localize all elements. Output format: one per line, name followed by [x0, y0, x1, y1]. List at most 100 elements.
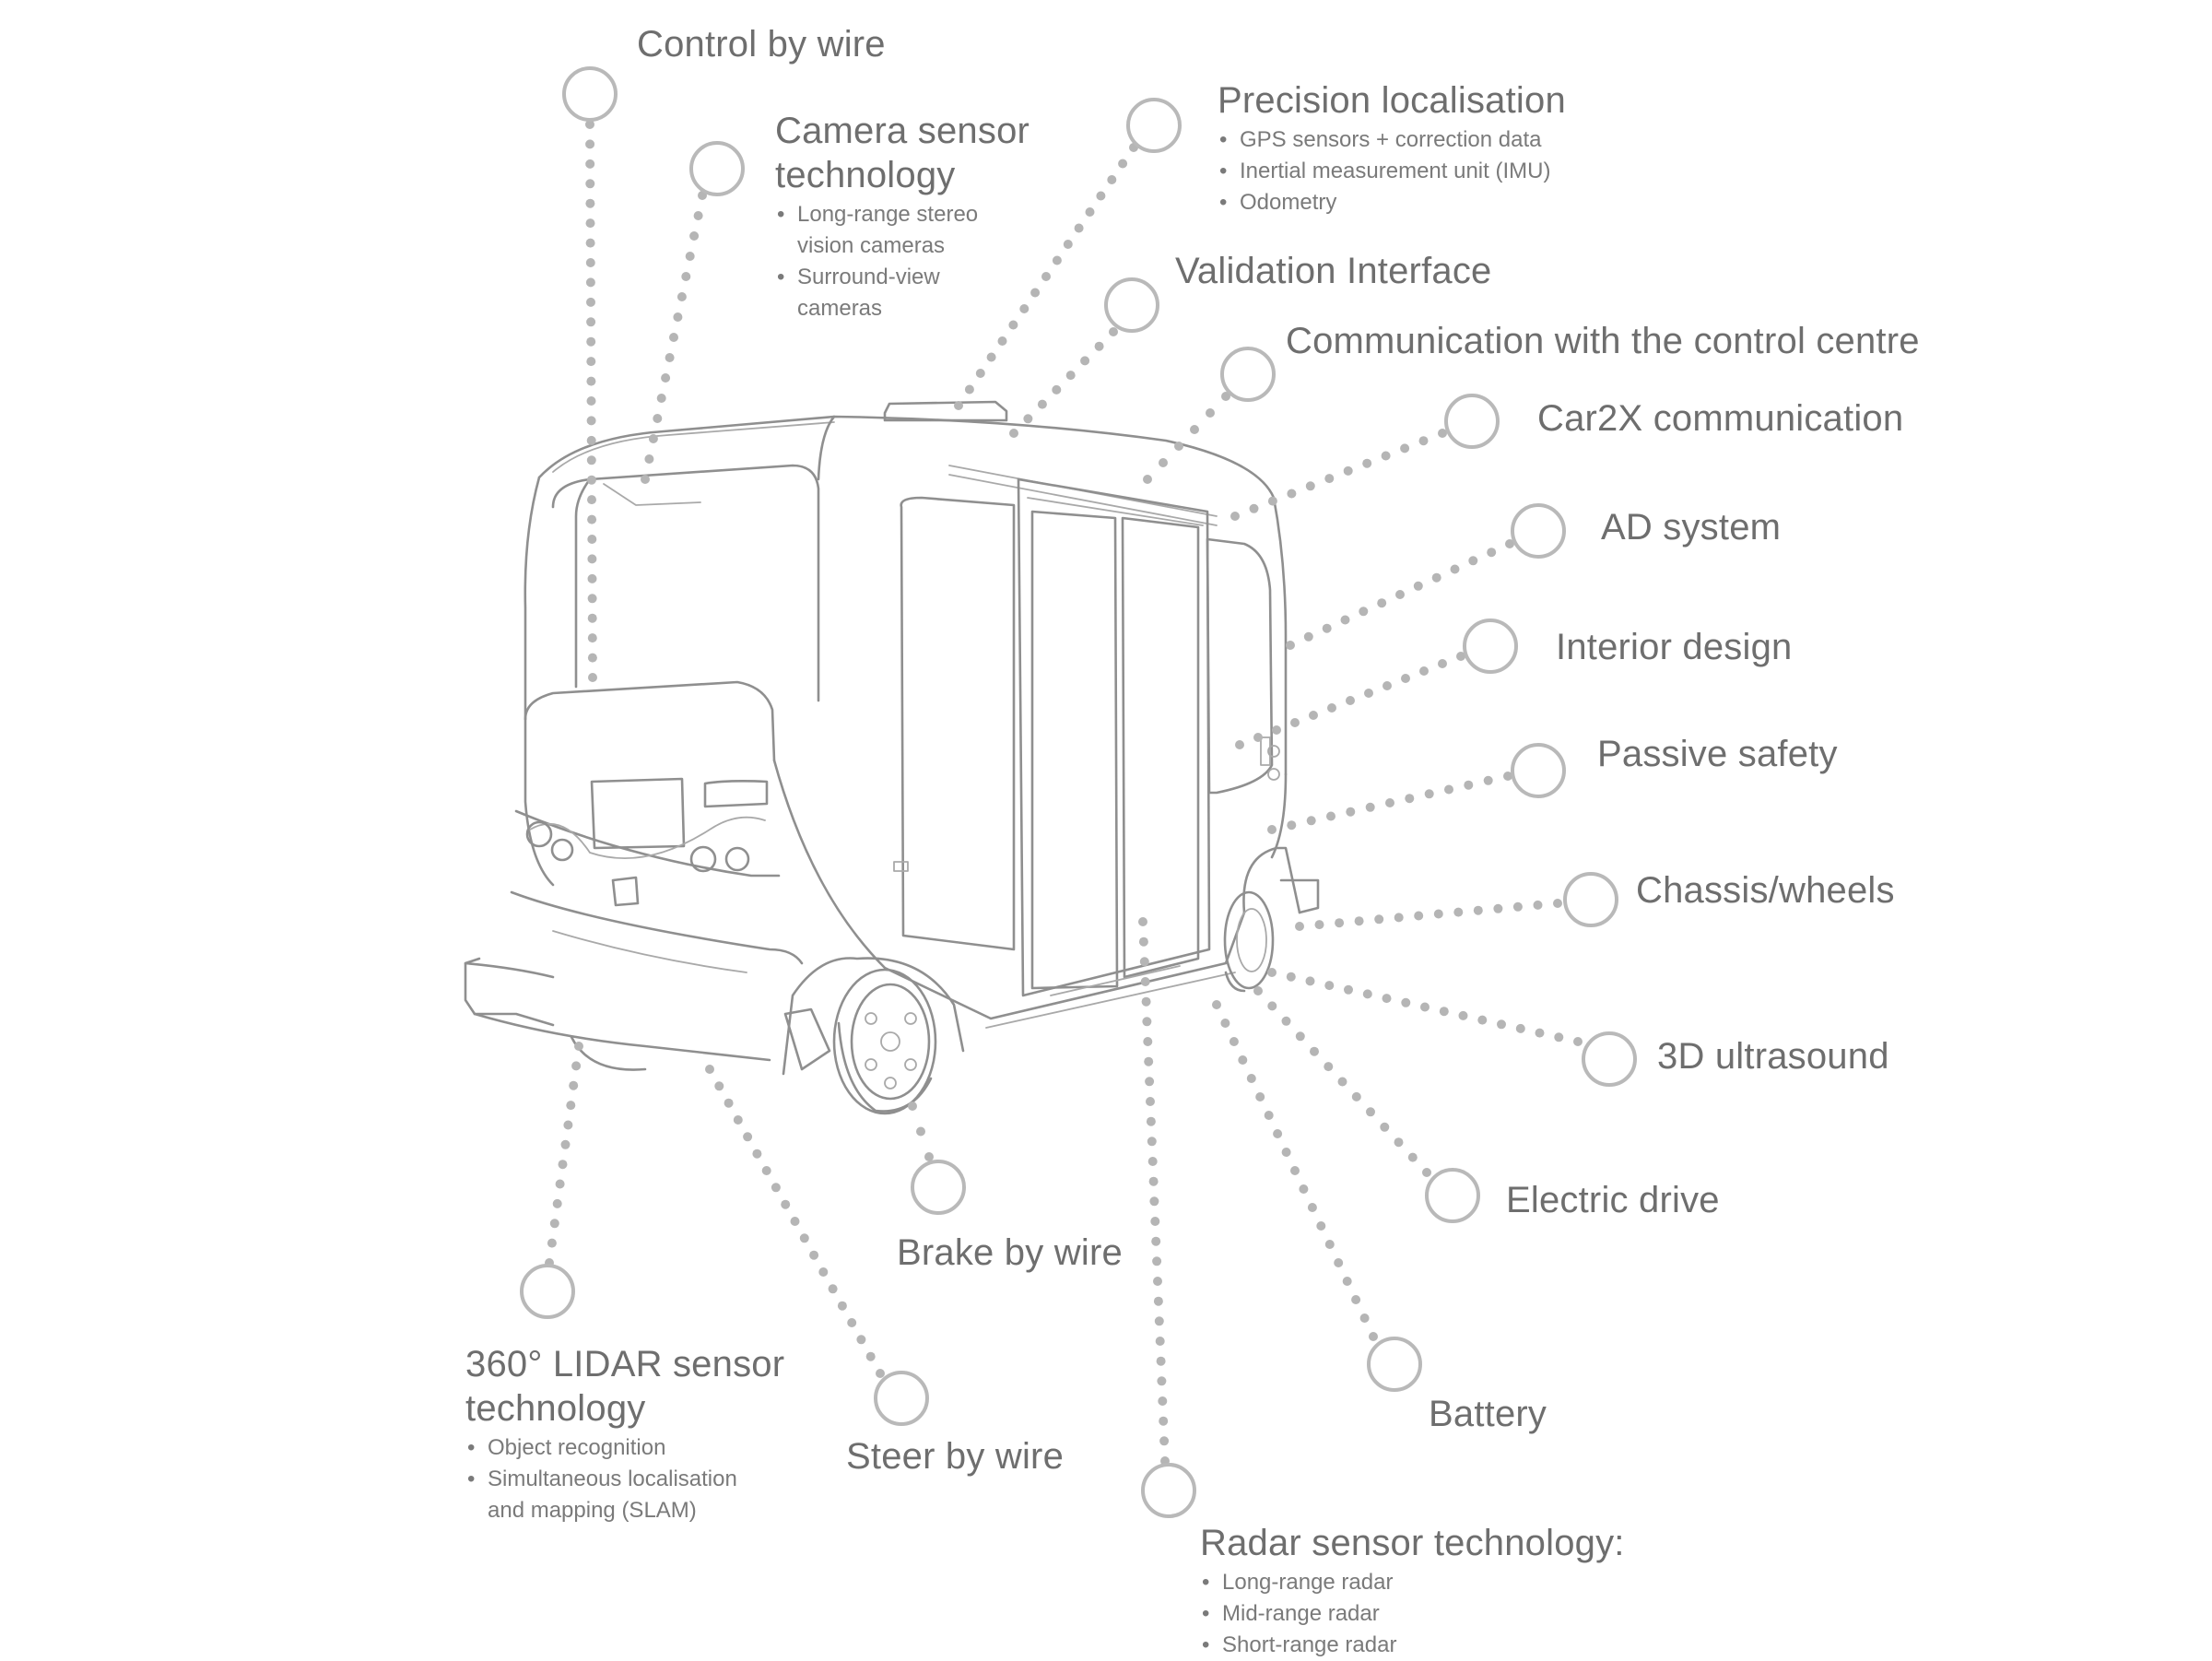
connector-dot-ultrasound	[1305, 976, 1315, 986]
label-control-by-wire: Control by wire	[637, 22, 886, 66]
connector-dot-electric	[1281, 1016, 1291, 1026]
connector-dot-radar	[1138, 917, 1147, 926]
connector-dot-ultrasound	[1515, 1023, 1525, 1033]
connector-dot-ultrasound	[1497, 1019, 1506, 1030]
node-car2x	[1444, 394, 1500, 449]
connector-dot-control-by-wire	[585, 179, 595, 189]
connector-dot-electric	[1267, 1001, 1277, 1011]
connector-dot-control-by-wire	[586, 396, 596, 406]
label-interior-design: Interior design	[1556, 625, 1792, 669]
connector-dot-passive	[1365, 802, 1375, 812]
connector-dot-control-by-wire	[586, 475, 596, 485]
connector-dot-interior	[1401, 674, 1410, 683]
connector-dot-camera	[656, 394, 666, 403]
connector-dot-precision	[1107, 175, 1117, 184]
connector-dot-control-by-wire	[585, 120, 594, 129]
connector-dot-battery	[1299, 1184, 1309, 1194]
label-title: Battery	[1429, 1394, 1547, 1434]
connector-dot-lidar	[558, 1160, 568, 1170]
connector-dot-control-by-wire	[585, 218, 595, 229]
connector-dot-lidar	[560, 1139, 571, 1149]
connector-dot-chassis	[1295, 922, 1304, 931]
label-electric-drive: Electric drive	[1506, 1178, 1720, 1222]
label-title: Control by wire	[637, 24, 886, 65]
connector-dot-precision	[986, 352, 996, 362]
connector-dot-passive	[1424, 789, 1434, 799]
label-title: 3D ultrasound	[1657, 1036, 1889, 1077]
connector-dot-electric	[1310, 1046, 1319, 1056]
connector-dot-validation	[1009, 429, 1018, 438]
connector-dot-chassis	[1453, 907, 1464, 917]
bullet-item: Mid-range radar	[1200, 1598, 1625, 1630]
connector-dot-ad-system	[1359, 607, 1369, 617]
label-nodes	[520, 66, 1637, 1518]
connector-dot-chassis	[1553, 899, 1562, 908]
connector-dot-camera	[669, 333, 678, 342]
connector-dot-ad-system	[1340, 615, 1350, 625]
connector-dot-control-by-wire	[585, 277, 595, 288]
connector-dot-ad-system	[1395, 590, 1405, 599]
connector-dot-steer	[876, 1369, 885, 1378]
connector-dot-camera	[648, 434, 658, 443]
connector-dot-radar	[1154, 1316, 1164, 1326]
connector-dot-battery	[1316, 1221, 1326, 1231]
connector-dot-control-by-wire	[588, 673, 597, 682]
node-radar	[1141, 1463, 1196, 1518]
bullet-item: Inertial measurement unit (IMU)	[1218, 156, 1566, 187]
connector-dot-car2x	[1230, 512, 1240, 521]
connector-dot-control-by-wire	[587, 633, 597, 643]
connector-dot-chassis	[1374, 914, 1384, 925]
connector-dot-battery	[1229, 1037, 1239, 1046]
bullet-item: Object recognition	[465, 1432, 784, 1464]
connector-dot-ad-system	[1413, 581, 1423, 591]
connector-dot-communication	[1143, 475, 1152, 484]
label-lidar-sensor: 360° LIDAR sensor technology Object reco…	[465, 1342, 784, 1526]
connector-dot-car2x	[1362, 458, 1372, 468]
connector-dot-radar	[1159, 1436, 1170, 1446]
connector-dot-precision	[975, 369, 985, 378]
connector-dot-steer	[828, 1284, 838, 1294]
connector-dot-camera	[677, 292, 687, 301]
connector-dot-lidar	[555, 1179, 565, 1189]
connector-dot-control-by-wire	[585, 238, 595, 248]
connector-dot-passive	[1287, 820, 1297, 830]
connector-dot-car2x	[1287, 489, 1297, 499]
connector-dot-communication	[1174, 442, 1183, 451]
connector-dot-control-by-wire	[587, 653, 597, 663]
label-title-line-2: technology	[465, 1388, 646, 1429]
connector-dot-ultrasound	[1439, 1007, 1449, 1017]
node-passive	[1511, 743, 1566, 798]
connector-dot-steer	[847, 1318, 857, 1327]
connector-dot-radar	[1144, 1056, 1154, 1066]
connector-dot-precision	[1052, 255, 1062, 265]
label-title: Chassis/wheels	[1636, 870, 1895, 911]
connector-dot-camera	[685, 252, 695, 261]
connector-dot-battery	[1246, 1074, 1256, 1083]
connector-dot-steer	[724, 1098, 734, 1108]
connector-dot-steer	[705, 1065, 714, 1074]
connector-dot-control-by-wire	[586, 416, 596, 426]
connector-dot-electric	[1295, 1031, 1305, 1042]
connector-dot-camera	[681, 272, 691, 281]
connector-dot-ultrasound	[1344, 984, 1353, 995]
connector-dot-battery	[1342, 1277, 1352, 1286]
connector-dot-control-by-wire	[585, 139, 595, 149]
connector-dot-camera	[689, 231, 700, 241]
connector-dot-precision	[1063, 240, 1073, 249]
label-title: Precision localisation	[1218, 80, 1566, 121]
connector-dot-lidar	[552, 1198, 562, 1208]
connector-dot-brake	[924, 1152, 934, 1161]
connector-dot-passive	[1267, 825, 1277, 834]
connector-dot-chassis	[1533, 900, 1543, 910]
node-camera	[689, 141, 745, 196]
connector-dot-chassis	[1433, 909, 1443, 919]
connector-dot-electric	[1253, 986, 1263, 995]
label-validation-interface: Validation Interface	[1175, 249, 1491, 293]
connector-dot-steer	[809, 1250, 819, 1260]
connector-dot-interior	[1253, 733, 1263, 742]
connector-dot-battery	[1324, 1240, 1335, 1249]
connector-dot-battery	[1369, 1332, 1378, 1341]
